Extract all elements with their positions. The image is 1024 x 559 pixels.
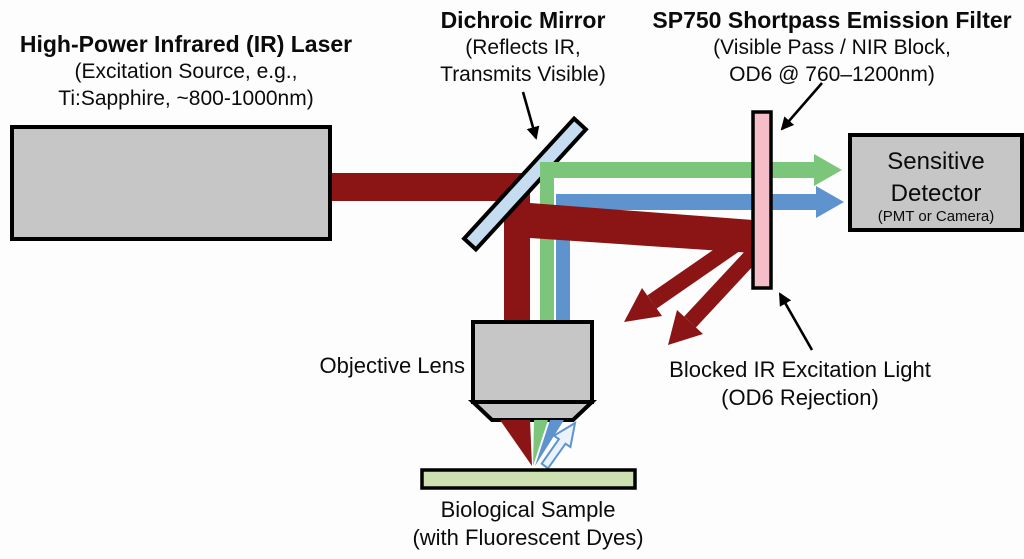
emission-filter-label: SP750 Shortpass Emission Filter (Visible… xyxy=(640,6,1024,89)
detector-label-line1: Sensitive xyxy=(887,148,985,175)
blocked-ir-label-line2: (OD6 Rejection) xyxy=(721,384,879,410)
focus-cone-green xyxy=(533,420,548,466)
focus-cone-ir xyxy=(500,420,532,466)
blue-beam-arrowhead xyxy=(816,186,844,218)
blocked-ir-arrow-1-shaft xyxy=(647,230,751,309)
objective-lens-body xyxy=(471,320,594,404)
ir-leak-beam xyxy=(530,203,753,253)
collected-light-arrow xyxy=(540,420,577,470)
sample-label-line1: Biological Sample xyxy=(440,497,616,522)
laser-label-line3: Ti:Sapphire, ~800-1000nm) xyxy=(58,87,314,111)
blocked-ir-arrow-1-head xyxy=(624,288,662,322)
objective-lens-label: Objective Lens xyxy=(319,353,465,378)
objective-lens-nose xyxy=(467,400,598,422)
dichroic-label-line2: (Reflects IR, xyxy=(465,36,581,60)
green-beam-arrowhead xyxy=(814,154,842,186)
ir-beam-vertical xyxy=(504,179,530,330)
dichroic-mirror xyxy=(461,115,589,253)
blocked-ir-label: Blocked IR Excitation Light (OD6 Rejecti… xyxy=(640,356,960,412)
filter-label-arrow xyxy=(780,82,823,131)
laser-label: High-Power Infrared (IR) Laser (Excitati… xyxy=(8,30,364,113)
dichroic-label-arrow xyxy=(521,91,540,140)
detector-label-line2: Detector xyxy=(890,180,982,207)
blocked-ir-label-line1: Blocked IR Excitation Light xyxy=(669,357,931,382)
laser-label-line2: (Excitation Source, e.g., xyxy=(74,60,298,84)
dichroic-label-title: Dichroic Mirror xyxy=(440,7,606,33)
dichroic-label: Dichroic Mirror (Reflects IR, Transmits … xyxy=(398,6,648,89)
blocked-ir-arrow-2-head xyxy=(668,310,703,345)
dichroic-label-line3: Transmits Visible) xyxy=(440,63,606,87)
green-beam-horizontal xyxy=(540,162,814,178)
biological-sample-slide xyxy=(420,468,637,490)
focus-cone-blue xyxy=(535,420,564,466)
detector-box xyxy=(848,133,1024,232)
ir-laser-box xyxy=(10,125,332,241)
green-beam-vertical xyxy=(540,162,554,330)
sample-label: Biological Sample (with Fluorescent Dyes… xyxy=(368,496,688,552)
emission-filter-label-line3: OD6 @ 760–1200nm) xyxy=(729,63,935,87)
blocked-label-arrow xyxy=(778,292,814,351)
emission-filter-label-line2: (Visible Pass / NIR Block, xyxy=(713,36,951,60)
sample-label-line2: (with Fluorescent Dyes) xyxy=(412,524,644,550)
ir-beam-horizontal xyxy=(332,173,535,201)
emission-filter-label-title: SP750 Shortpass Emission Filter xyxy=(652,7,1012,33)
laser-label-title: High-Power Infrared (IR) Laser xyxy=(19,31,353,57)
blocked-ir-arrow-2-shaft xyxy=(684,244,763,328)
sp750-filter xyxy=(751,110,773,290)
blue-beam-horizontal xyxy=(556,194,816,210)
detector-label-line3: (PMT or Camera) xyxy=(877,208,995,225)
